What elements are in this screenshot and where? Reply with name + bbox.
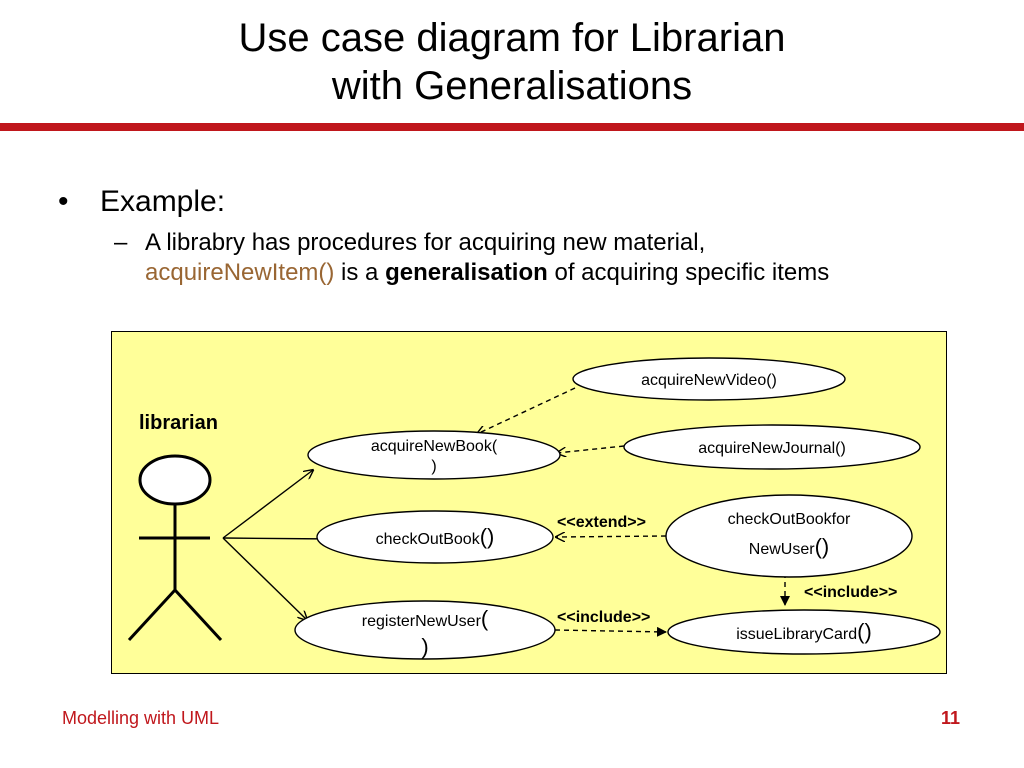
sub-text-3: of acquiring specific items [547,259,830,286]
sub-bullet: – A librabry has procedures for acquirin… [114,228,994,288]
bullet-icon: • [58,185,69,218]
include-label-register: <<include>> [557,609,650,626]
footer-course-title: Modelling with UML [62,708,220,728]
usecase-parens: () [857,619,872,644]
usecase-acquire-new-video: acquireNewVideo() [572,357,846,401]
assoc-acquire-book [222,470,313,539]
usecase-issue-library-card: issueLibraryCard() [667,609,941,655]
usecase-parens: () [480,524,495,549]
usecase-name: NewUser [749,541,815,558]
usecase-ellipse [316,510,554,564]
usecase-label-line2: NewUser() [749,534,829,559]
usecase-ellipse [623,424,921,470]
actor-stick-figure: librarian [127,412,223,642]
footer-page-number: 11 [940,708,960,728]
usecase-ellipse [307,430,561,480]
bullet-text: Example: [100,185,226,218]
usecase-acquire-new-journal: acquireNewJournal() [623,424,921,470]
title-divider-bar [0,123,1024,131]
usecase-label: checkOutBook() [376,524,495,549]
title-line-1: Use case diagram for Librarian [238,16,786,60]
usecase-name: checkOutBook [376,531,481,548]
usecase-checkout-book-for-new-user: checkOutBookfor NewUser() [665,494,913,578]
title-line-2: with Generalisations [331,64,693,108]
usecase-name: registerNewUser [362,613,482,630]
assoc-register-user [222,537,307,620]
include-label-checkout: <<include>> [804,584,897,601]
usecase-ellipse [572,357,846,401]
actor-head [138,454,212,506]
include-arrow-register [554,626,667,637]
gen-video-to-book [477,387,576,434]
usecase-label: acquireNewJournal() [698,440,846,457]
usecase-paren-close: ) [421,634,428,659]
use-case-diagram-svg: librarian <<extend>> <<include>> <<inclu… [127,357,941,660]
actor-label: librarian [139,412,218,434]
extend-label: <<extend>> [557,514,646,531]
gen-journal-to-book [557,445,625,453]
sub-bullet-text: A librabry has procedures for acquiring … [145,228,994,288]
usecase-label-line1: checkOutBookfor [728,511,851,528]
usecase-label-line2: ) [421,634,428,659]
sub-text-2: is a [334,259,386,286]
usecase-label-line1: registerNewUser( [362,606,489,631]
actor-right-leg [173,588,223,642]
usecase-name: issueLibraryCard [736,626,857,643]
usecase-label-line2: ) [431,458,436,475]
usecase-acquire-new-book: acquireNewBook( ) [307,430,561,480]
use-case-diagram: librarian <<extend>> <<include>> <<inclu… [111,331,947,674]
usecase-ellipse [294,600,556,660]
usecase-label-line1: acquireNewBook( [371,438,498,455]
bullet-example: • Example: [58,184,225,220]
slide-title: Use case diagram for Librarian with Gene… [0,14,1024,110]
usecase-label: acquireNewVideo() [641,372,777,389]
usecase-checkout-book: checkOutBook() [316,510,554,564]
usecase-label: issueLibraryCard() [736,619,872,644]
usecase-ellipse [667,609,941,655]
sub-highlight: acquireNewItem() [145,259,335,286]
usecase-ellipse [665,494,913,578]
usecase-parens: () [815,534,830,559]
usecase-register-new-user: registerNewUser( ) [294,600,556,660]
sub-text-1: A librabry has procedures for acquiring … [145,229,706,256]
dash-icon: – [114,229,128,256]
sub-bold: generalisation [385,259,548,286]
usecase-paren-open: ( [481,606,489,631]
extend-arrow [556,536,667,537]
actor-left-leg [127,588,177,642]
